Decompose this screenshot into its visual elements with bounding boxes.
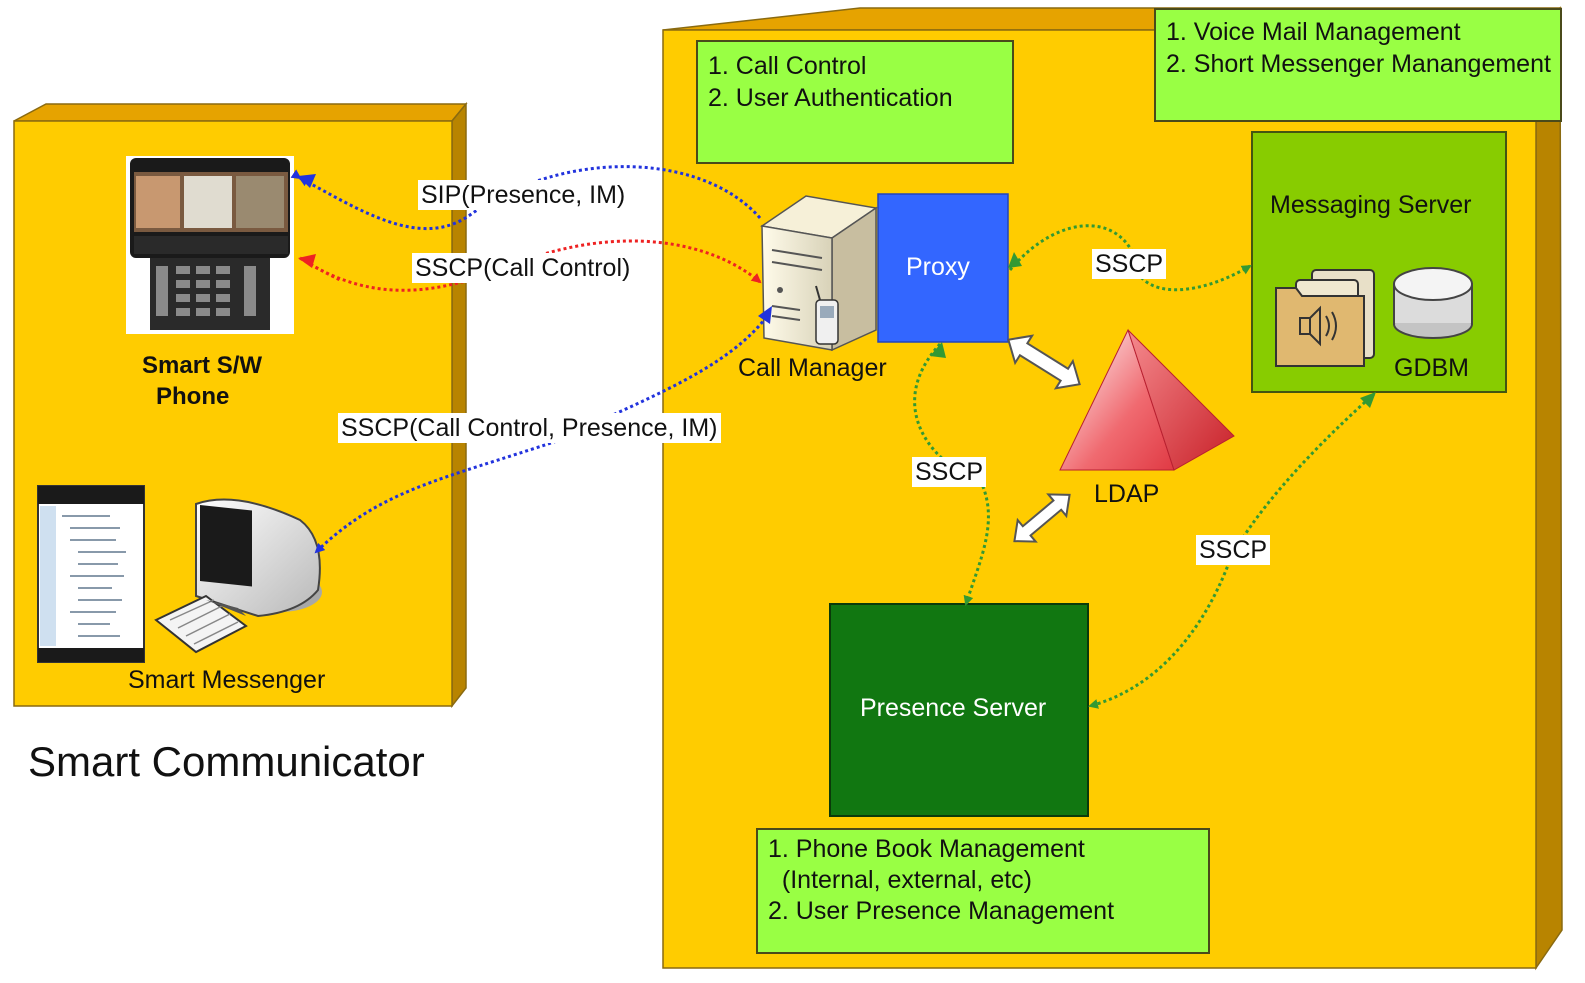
sscp-messaging-connector-label: SSCP	[1092, 249, 1167, 279]
proxy-box	[877, 193, 1009, 343]
sscp-call-connector-tail	[299, 256, 341, 282]
presence-note-line: 2. User Presence Management	[768, 897, 1115, 925]
ldap-label: LDAP	[1094, 480, 1160, 508]
messaging-note-line: 1. Voice Mail Management	[1166, 18, 1461, 46]
desktop-computer-icon	[154, 498, 322, 654]
sip-connector-label: SIP(Presence, IM)	[418, 180, 629, 210]
sscp-presence-arrowhead-top	[930, 342, 946, 358]
ldap-pyramid-icon	[1059, 328, 1235, 471]
sscp-call-arrowhead-left	[298, 254, 316, 268]
call-manager-note-line: 2. User Authentication	[708, 84, 953, 112]
sscp-messaging-arrowhead-left	[1008, 252, 1022, 268]
sip-arrowhead-left	[298, 174, 316, 188]
proxy-label: Proxy	[906, 253, 970, 281]
ldap-presence-double-arrow	[1013, 493, 1071, 543]
sscp-all-arrowhead-top	[758, 306, 772, 324]
presence-note-line: (Internal, external, etc)	[768, 866, 1033, 894]
diagram-title: Smart Communicator	[28, 738, 425, 785]
call-manager-note: 1. Call Control 2. User Authentication	[696, 40, 1014, 164]
messenger-label: Smart Messenger	[128, 666, 326, 694]
sscp-gdbm-connector-label: SSCP	[1196, 535, 1271, 565]
gdbm-database-icon	[1393, 267, 1473, 339]
messaging-note: 1. Voice Mail Management 2. Short Messen…	[1154, 8, 1562, 122]
call-manager-label: Call Manager	[738, 354, 887, 382]
call-manager-note-line: 1. Call Control	[708, 52, 867, 80]
call-manager-server-icon	[760, 195, 878, 352]
sscp-call-connector-label: SSCP(Call Control)	[412, 253, 634, 283]
sscp-gdbm-connector-line	[1088, 392, 1375, 709]
presence-server-label: Presence Server	[860, 694, 1047, 722]
sscp-messaging-connector-line	[1008, 224, 1252, 292]
gdbm-label: GDBM	[1394, 354, 1469, 382]
presence-note: 1. Phone Book Management (Internal, exte…	[756, 828, 1210, 954]
proxy-ldap-double-arrow	[1007, 334, 1081, 390]
sscp-gdbm-arrowhead-top	[1360, 392, 1376, 408]
sscp-presence-connector-label: SSCP	[912, 457, 987, 487]
sscp-all-connector-label: SSCP(Call Control, Presence, IM)	[338, 413, 721, 443]
presence-server-box	[829, 603, 1089, 817]
messaging-note-line: 2. Short Messenger Manangement	[1166, 50, 1551, 78]
phone-label-line2: Phone	[156, 383, 230, 410]
presence-note-line: 1. Phone Book Management	[768, 835, 1085, 863]
messaging-server-label: Messaging Server	[1270, 191, 1472, 219]
voicemail-folder-icon	[1275, 269, 1375, 367]
phone-label-line1: Smart S/W	[142, 352, 263, 379]
messenger-window-icon	[37, 485, 145, 663]
smart-phone-icon	[126, 156, 294, 334]
